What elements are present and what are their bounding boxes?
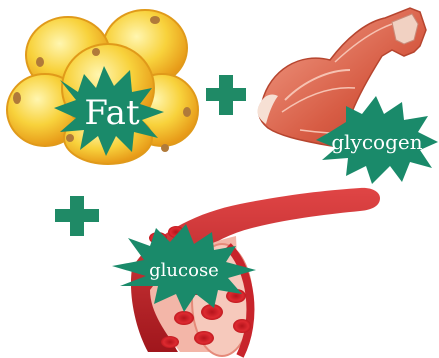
nucleus [13, 92, 21, 104]
nucleus [150, 16, 160, 24]
nucleus [183, 107, 191, 117]
plus-icon [206, 75, 246, 115]
blood-cell [233, 319, 251, 333]
nucleus [66, 134, 74, 142]
blood-cell [194, 331, 214, 345]
blood-cell [161, 336, 179, 348]
nucleus [161, 144, 169, 152]
fat-label: Fat [84, 93, 140, 133]
plus-icon [55, 196, 99, 236]
glucose-label: glucose [149, 260, 219, 281]
nucleus [92, 48, 100, 56]
glycogen-label: glycogen [331, 130, 422, 154]
blood-cell [174, 311, 194, 325]
nucleus [36, 57, 44, 67]
